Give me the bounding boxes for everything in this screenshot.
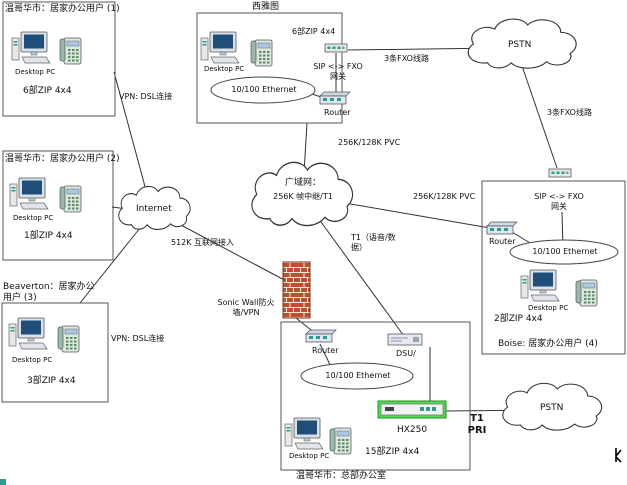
internet-label: Internet (136, 204, 172, 214)
link-wan-dsu (304, 199, 405, 337)
boise-zip-phone-icon (575, 279, 598, 307)
link-home1-internet (113, 71, 151, 206)
pstn-top-label: PSTN (508, 40, 532, 50)
link-label-pvc-boise: 256K/128K PVC (413, 192, 476, 201)
hq-lan-label: 10/100 Ethernet (325, 371, 391, 380)
home2-desktop-pc-icon (9, 177, 49, 210)
seattle-zip-phone-icon (250, 39, 273, 67)
beaverton-desktop-pc-icon (8, 317, 48, 350)
boise-pc-label: Desktop PC (528, 304, 569, 312)
firewall-label: Sonic Wall防火墙/VPN (217, 298, 275, 317)
beaverton-zip-count: 3部ZIP 4x4 (27, 376, 76, 386)
home1-desktop-pc-icon (11, 31, 51, 64)
home2-zip-count: 1部ZIP 4x4 (24, 231, 73, 241)
link-label-fxo-boise: 3条FXO线路 (547, 108, 592, 117)
hq-ethernet-ellipse (300, 362, 414, 390)
link-label-512k-internet: 512K 互联网接入 (171, 238, 235, 247)
hq-router-label: Router (312, 346, 339, 355)
home1-pc-label: Desktop PC (15, 68, 56, 76)
home2-zip-phone-icon (59, 185, 82, 213)
home1-box (2, 1, 116, 117)
hq-dsu-icon (387, 333, 423, 346)
beaverton-pc-label: Desktop PC (12, 356, 53, 364)
cursor-artifact (615, 448, 622, 463)
seattle-desktop-pc-icon (200, 31, 240, 64)
boise-lan-label: 10/100 Ethernet (532, 247, 598, 256)
seattle-zip-count: 6部ZIP 4x4 (292, 27, 336, 36)
boise-fxo-gateway-icon (548, 168, 572, 178)
boise-title: Boise: 居家办公用户 (4) (498, 339, 598, 349)
hq-box (280, 321, 471, 471)
boise-box (481, 180, 626, 355)
hq-dsu-label: DSU/ (396, 349, 416, 358)
home1-zip-phone-icon (59, 37, 82, 65)
link-label-vpn-dsl-1: VPN: DSL连接 (119, 92, 173, 101)
home1-title: 温哥华市：居家办公用户 (1) (5, 4, 120, 14)
wan-subtitle: 256K 帧中继/T1 (273, 192, 333, 201)
link-label-t1-pri: T1 PRI (467, 413, 487, 436)
hq-router-icon (305, 329, 337, 343)
pstn-bottom-label: PSTN (540, 403, 564, 413)
link-pstn-boise (519, 59, 558, 169)
seattle-box (196, 12, 343, 124)
link-label-fxo-seattle: 3条FXO线路 (384, 54, 429, 63)
beaverton-box (1, 302, 109, 403)
hx250-pbx-icon (377, 400, 447, 419)
boise-router-label: Router (489, 237, 516, 246)
home2-pc-label: Desktop PC (13, 214, 54, 222)
boise-ethernet-ellipse (509, 239, 619, 265)
firewall-brick-wall-icon (282, 261, 311, 319)
seattle-lan-label: 10/100 Ethernet (231, 85, 297, 94)
seattle-ethernet-ellipse (210, 76, 316, 104)
seattle-router-label: Router (324, 108, 351, 117)
seattle-fxo-gateway-icon (324, 43, 348, 53)
link-internet-beaverton (79, 217, 149, 304)
boise-desktop-pc-icon (520, 269, 560, 302)
seattle-pc-label: Desktop PC (204, 65, 245, 73)
home2-title: 温哥华市：居家办公用户 (2) (5, 154, 120, 164)
beaverton-zip-phone-icon (57, 325, 80, 353)
seattle-router-icon (319, 91, 351, 105)
boise-gateway-label: SIP <-> FXO 网关 (534, 192, 584, 211)
corner-artifact (0, 479, 6, 485)
beaverton-title: Beaverton：居家办公用户 (3) (3, 282, 95, 303)
wan-title: 广域网： (284, 178, 321, 188)
hq-zip-count: 15部ZIP 4x4 (365, 447, 420, 457)
home2-box (2, 150, 114, 261)
hq-desktop-pc-icon (284, 417, 324, 450)
boise-zip-count: 2部ZIP 4x4 (494, 314, 543, 324)
hq-title: 温哥华市：总部办公室 (296, 471, 387, 481)
link-label-t1-voice-data: T1（语音/数据） (351, 233, 396, 252)
hq-pbx-label: HX250 (397, 425, 428, 435)
hq-zip-phone-icon (329, 427, 352, 455)
hq-pc-label: Desktop PC (289, 452, 330, 460)
link-internet-firewall (161, 214, 291, 284)
link-label-vpn-dsl-2: VPN: DSL连接 (111, 334, 165, 343)
link-label-pvc-seattle: 256K/128K PVC (338, 138, 401, 147)
seattle-gateway-label: SIP <-> FXO 网关 (313, 62, 363, 81)
boise-router-icon (486, 221, 518, 235)
seattle-title: 西雅图 (252, 2, 280, 12)
home1-zip-count: 6部ZIP 4x4 (23, 86, 72, 96)
